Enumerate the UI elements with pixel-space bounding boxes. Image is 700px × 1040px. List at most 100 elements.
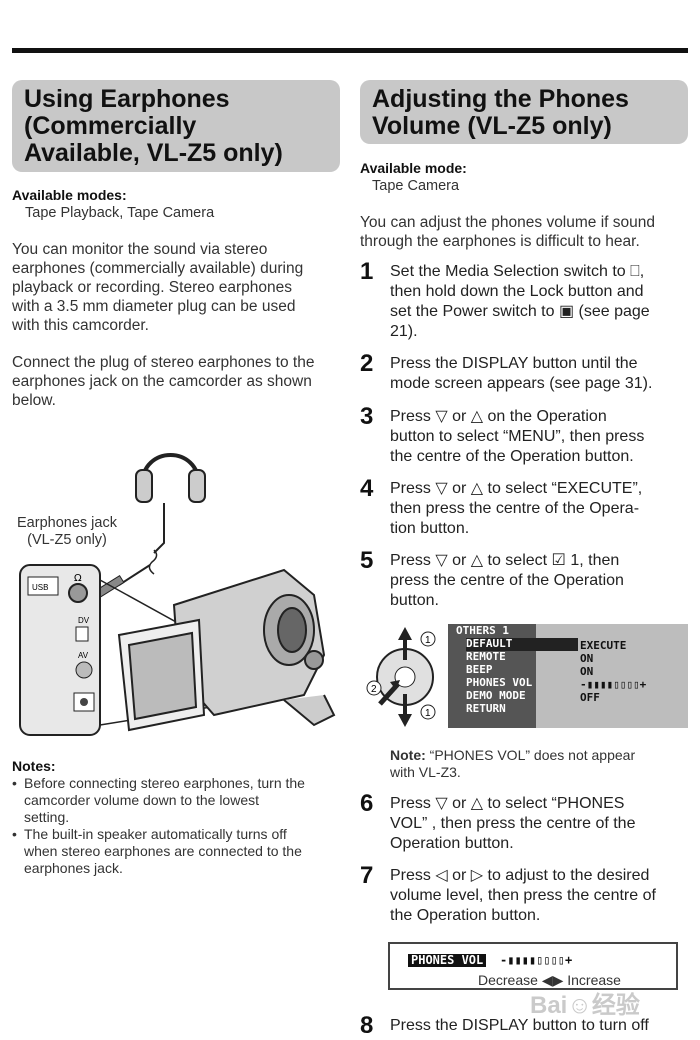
step-number: 6 bbox=[360, 790, 374, 817]
text-line: button. bbox=[390, 592, 439, 609]
step-number: 5 bbox=[360, 547, 374, 574]
available-modes-value: Tape Playback, Tape Camera bbox=[25, 205, 215, 221]
title-line: Available, VL-Z5 only) bbox=[24, 139, 283, 167]
step-text: Press the DISPLAY button until the mode … bbox=[390, 354, 690, 394]
text-line: through the earphones is difficult to he… bbox=[360, 233, 640, 250]
operation-button-icon: 1 2 1 bbox=[366, 627, 436, 727]
earphones-jack-callout: Earphones jack (VL-Z5 only) bbox=[14, 515, 120, 549]
text-line: when stereo earphones are connected to t… bbox=[24, 843, 302, 859]
step-text: Press ▽ or △ to select “PHONES VOL” , th… bbox=[390, 794, 690, 854]
text-line: earphones jack. bbox=[24, 860, 123, 876]
text-line: below. bbox=[12, 392, 56, 409]
text-line: Press ▽ or △ on the Operation bbox=[390, 408, 607, 425]
list-item: • Before connecting stereo earphones, tu… bbox=[12, 775, 342, 826]
text-line: button to select “MENU”, then press bbox=[390, 428, 645, 445]
right-section-title: Adjusting the Phones Volume (VL-Z5 only) bbox=[360, 80, 688, 144]
top-rule bbox=[12, 48, 688, 53]
text-line: the Operation button. bbox=[390, 907, 541, 924]
osd-item-remote: REMOTE bbox=[466, 650, 506, 663]
av-label: AV bbox=[78, 651, 89, 660]
step-text: Press ◁ or ▷ to adjust to the desired vo… bbox=[390, 866, 690, 926]
callout-center: 2 bbox=[371, 684, 377, 695]
decrease-increase-caption: Decrease ◀▶ Increase bbox=[478, 972, 621, 989]
osd-value-beep: ON bbox=[580, 665, 594, 678]
text-line: (VL-Z5 only) bbox=[27, 532, 107, 548]
text-line: Press ▽ or △ to select “EXECUTE”, bbox=[390, 480, 643, 497]
text-line: set the Power switch to ▣ (see page bbox=[390, 303, 650, 320]
text-line: with this camcorder. bbox=[12, 317, 149, 334]
note-text: “PHONES VOL” does not appear bbox=[429, 747, 636, 763]
text-line: Press the DISPLAY button to turn off bbox=[390, 1017, 649, 1034]
usb-label: USB bbox=[32, 583, 48, 592]
earphones-jack bbox=[68, 583, 88, 603]
text-line: earphones (commercially available) durin… bbox=[12, 260, 304, 277]
callout-down: 1 bbox=[425, 708, 431, 719]
text-line: then hold down the Lock button and bbox=[390, 283, 644, 300]
osd-item-return: RETURN bbox=[466, 702, 506, 715]
title-line: (Commercially bbox=[24, 112, 197, 140]
step-number: 8 bbox=[360, 1012, 374, 1039]
step-number: 1 bbox=[360, 258, 374, 285]
double-arrow-icon: ◀▶ bbox=[541, 972, 568, 988]
text-line: tion button. bbox=[390, 520, 470, 537]
osd-value-execute: EXECUTE bbox=[580, 639, 627, 652]
dv-label: DV bbox=[78, 616, 90, 625]
phones-vol-display: PHONES VOL -▮▮▮▮▯▯▯▯+ Decrease ◀▶ Increa… bbox=[388, 942, 678, 990]
step-1: 1 Set the Media Selection switch to ⎕, t… bbox=[360, 258, 690, 342]
step-number: 4 bbox=[360, 475, 374, 502]
notes-label: Notes: bbox=[12, 758, 56, 774]
step-number: 2 bbox=[360, 350, 374, 377]
text-line: press the centre of the Operation bbox=[390, 572, 624, 589]
text-line: Before connecting stereo earphones, turn… bbox=[24, 775, 305, 791]
title-line: Adjusting the Phones bbox=[372, 85, 629, 113]
callout-up: 1 bbox=[425, 635, 431, 646]
text-line: Earphones jack bbox=[17, 515, 117, 531]
step-text: Press ▽ or △ on the Operation button to … bbox=[390, 407, 690, 467]
text-line: VOL” , then press the centre of the bbox=[390, 815, 636, 832]
title-line: Volume (VL-Z5 only) bbox=[372, 112, 612, 140]
title-line: Using Earphones bbox=[24, 85, 230, 113]
phones-vol-bar: -▮▮▮▮▯▯▯▯+ bbox=[500, 953, 573, 967]
notes-list: • Before connecting stereo earphones, tu… bbox=[12, 775, 342, 877]
text-line: playback or recording. Stereo earphones bbox=[12, 279, 293, 296]
text-line: Press ▽ or △ to select ☑ 1, then bbox=[390, 552, 620, 569]
note-label: Note: bbox=[390, 747, 426, 763]
text-line: with a 3.5 mm diameter plug can be used bbox=[12, 298, 296, 315]
step-text: Set the Media Selection switch to ⎕, the… bbox=[390, 262, 690, 342]
step-text: Press ▽ or △ to select ☑ 1, then press t… bbox=[390, 551, 690, 611]
osd-item-beep: BEEP bbox=[466, 663, 493, 676]
text-line: You can monitor the sound via stereo bbox=[12, 241, 268, 258]
phones-intro: You can adjust the phones volume if soun… bbox=[360, 213, 655, 251]
camcorder-icon bbox=[117, 568, 336, 732]
text-line: volume level, then press the centre of bbox=[390, 887, 656, 904]
note-text: with VL-Z3. bbox=[390, 764, 461, 780]
available-mode-value: Tape Camera bbox=[372, 178, 460, 194]
step-number: 3 bbox=[360, 403, 374, 430]
text-line: 21). bbox=[390, 323, 418, 340]
left-section-title: Using Earphones (Commercially Available,… bbox=[12, 80, 340, 172]
text-line: Press ◁ or ▷ to adjust to the desired bbox=[390, 867, 650, 884]
available-modes-label: Available modes: bbox=[12, 187, 127, 203]
text-line: The built-in speaker automatically turns… bbox=[24, 826, 287, 842]
phones-vol-label: PHONES VOL bbox=[408, 954, 487, 967]
osd-screen: OTHERS 1 DEFAULT REMOTE BEEP PHONES VOL … bbox=[448, 624, 688, 728]
osd-item-phones-vol: PHONES VOL bbox=[466, 676, 533, 689]
others-menu-illustration: 1 2 1 OTHERS 1 DEFAULT REMOTE BEEP PHONE… bbox=[360, 622, 690, 734]
available-mode-label: Available mode: bbox=[360, 160, 467, 176]
text-line: mode screen appears (see page 31). bbox=[390, 375, 653, 392]
osd-value-demo: OFF bbox=[580, 691, 600, 704]
text-line: Press the DISPLAY button until the bbox=[390, 355, 638, 372]
osd-value-phones: -▮▮▮▮▯▯▯▯+ bbox=[580, 678, 647, 691]
text-line: Operation button. bbox=[390, 835, 514, 852]
text-line: Set the Media Selection switch to ⎕, bbox=[390, 263, 645, 280]
text-line: You can adjust the phones volume if soun… bbox=[360, 214, 655, 231]
connect-paragraph: Connect the plug of stereo earphones to … bbox=[12, 353, 314, 410]
osd-item-demo-mode: DEMO MODE bbox=[466, 689, 526, 702]
camcorder-earphones-illustration: USB Ω DV AV bbox=[19, 453, 336, 736]
increase-label: Increase bbox=[567, 972, 621, 988]
baidu-watermark: Bai☺经验 bbox=[530, 992, 640, 1019]
osd-value-remote: ON bbox=[580, 652, 594, 665]
text-line: then press the centre of the Opera- bbox=[390, 500, 640, 517]
text-line: Press ▽ or △ to select “PHONES bbox=[390, 795, 625, 812]
intro-paragraph: You can monitor the sound via stereo ear… bbox=[12, 240, 303, 335]
